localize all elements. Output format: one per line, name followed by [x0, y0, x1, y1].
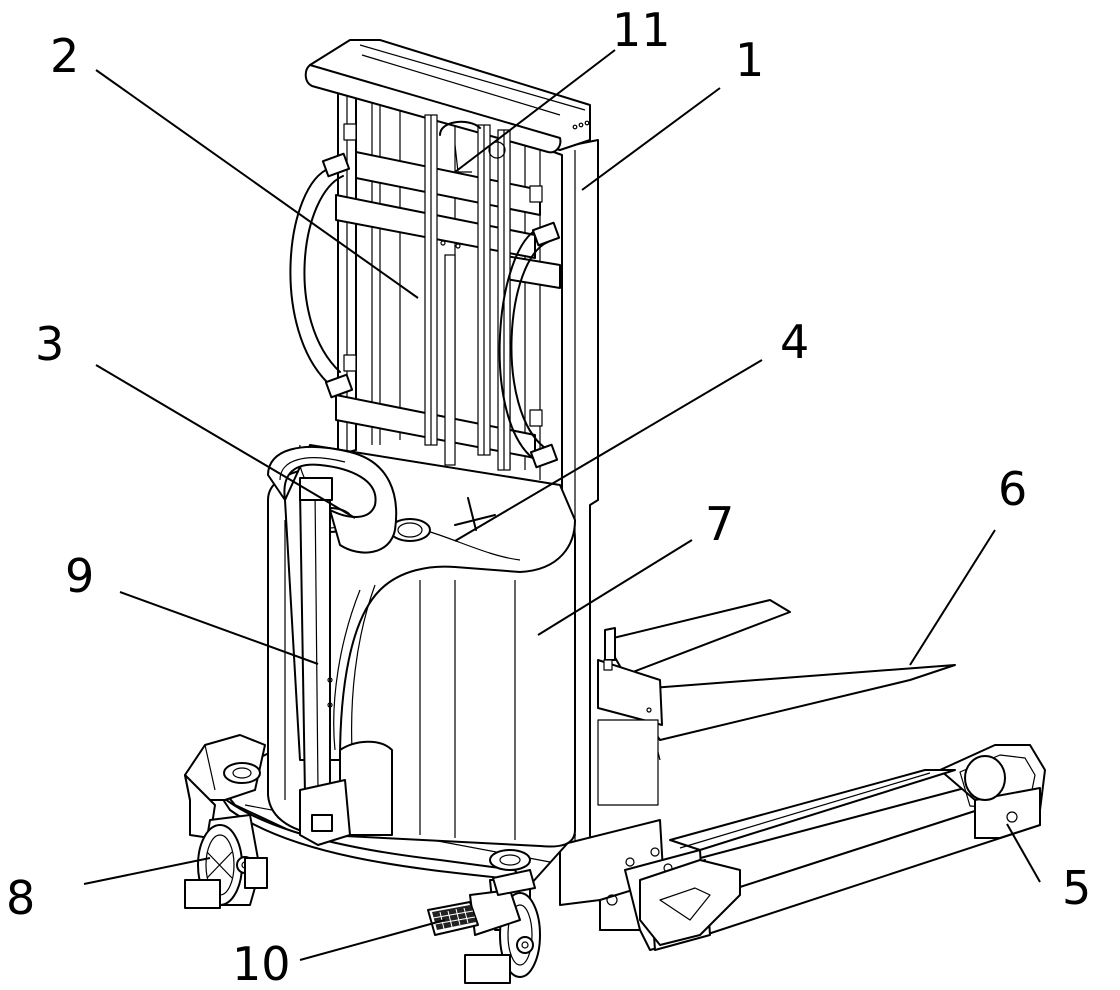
handle [267, 445, 398, 846]
callout-2: 2 [50, 29, 79, 83]
callout-11: 11 [612, 3, 671, 57]
base-legs [559, 744, 1046, 951]
callout-4: 4 [780, 315, 809, 369]
leader-6 [909, 529, 996, 666]
callout-10: 10 [232, 937, 291, 990]
callout-7: 7 [705, 497, 734, 551]
callout-5: 5 [1062, 861, 1091, 915]
callout-8: 8 [6, 871, 35, 925]
leader-2 [95, 69, 419, 299]
lift-chains [424, 114, 511, 471]
leader-1 [581, 87, 721, 191]
leader-11 [454, 49, 616, 173]
callout-9: 9 [65, 549, 94, 603]
callout-1: 1 [735, 33, 764, 87]
leader-lines [83, 49, 1041, 961]
callout-3: 3 [35, 317, 64, 371]
leader-8 [83, 857, 211, 885]
leader-9 [119, 591, 319, 665]
caster-wheel-left [184, 814, 268, 909]
leader-4 [454, 359, 763, 542]
caster-wheel-front [427, 869, 541, 984]
leader-5 [1006, 823, 1041, 883]
leader-10 [299, 919, 446, 961]
callout-labels: 1 2 3 4 5 6 7 8 9 10 11 [6, 3, 1091, 990]
hydraulic-hoses [289, 152, 561, 469]
leader-7 [537, 539, 693, 636]
leader-3 [95, 364, 356, 519]
forks [597, 599, 956, 806]
callout-6: 6 [998, 462, 1027, 516]
